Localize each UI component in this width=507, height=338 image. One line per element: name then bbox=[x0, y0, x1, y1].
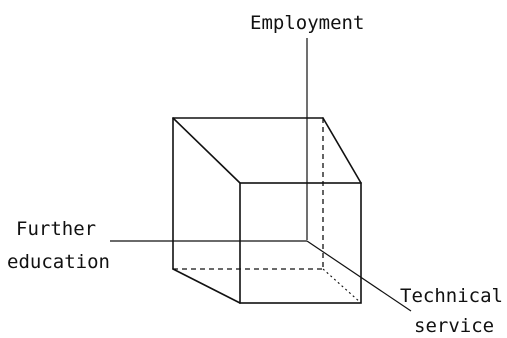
top-left-connector bbox=[172, 117, 241, 184]
technical-service-label-line1: Technical bbox=[400, 285, 503, 307]
axis-lines bbox=[110, 38, 412, 312]
further-education-label-line2: education bbox=[7, 251, 110, 273]
technical-service-axis-line bbox=[306, 240, 412, 312]
cube-hidden-edges bbox=[173, 118, 362, 304]
further-education-label-line1: Further bbox=[16, 218, 96, 240]
hidden-bottom-right-connector bbox=[322, 268, 362, 304]
employment-label: Employment bbox=[250, 12, 364, 34]
top-right-connector bbox=[322, 117, 362, 184]
bottom-left-connector bbox=[172, 268, 241, 304]
front-face bbox=[239, 182, 362, 304]
technical-service-label-line2: service bbox=[414, 315, 494, 337]
cube-visible-edges bbox=[172, 117, 362, 304]
